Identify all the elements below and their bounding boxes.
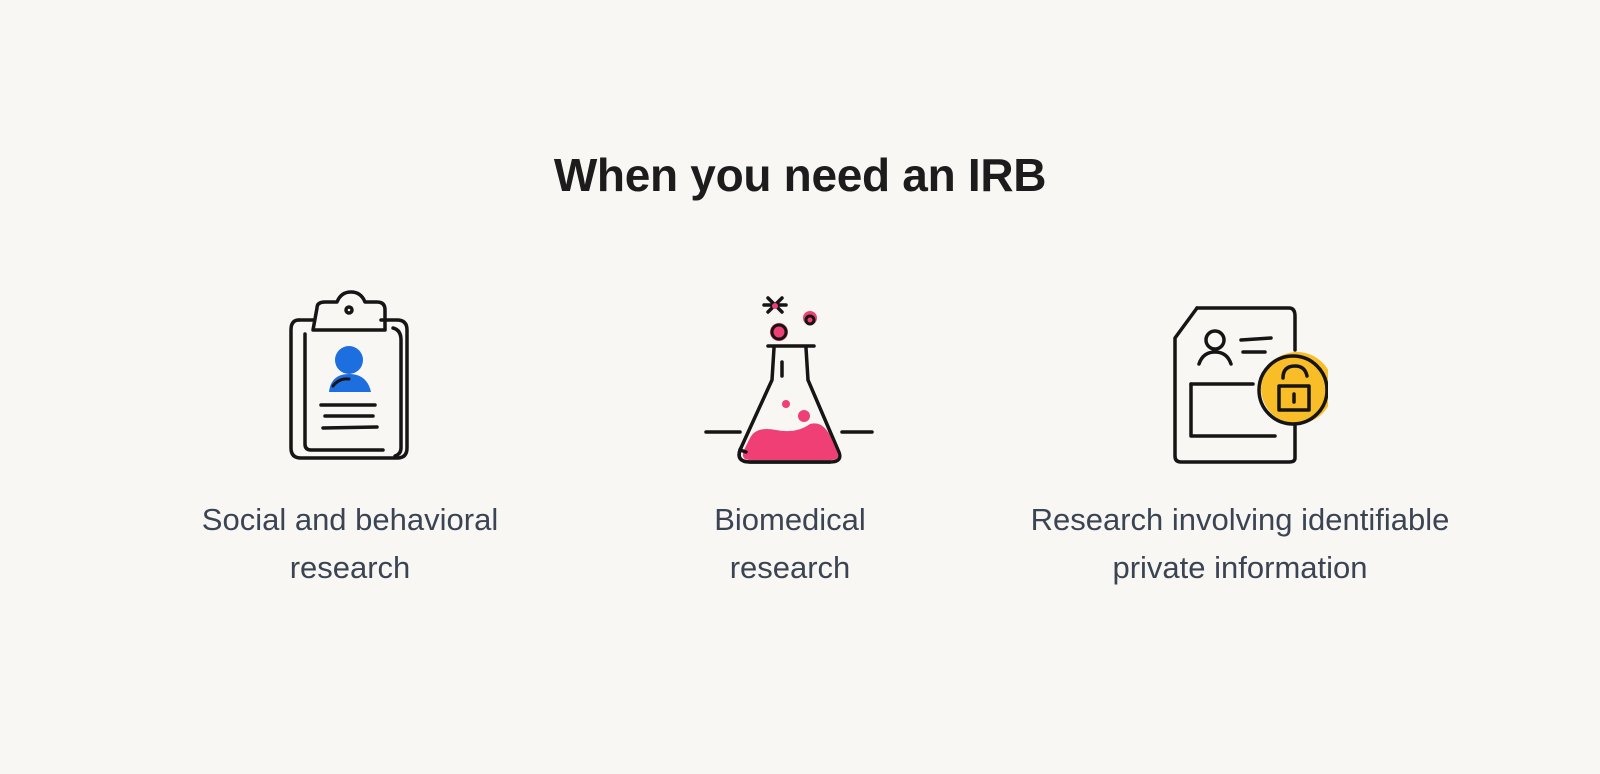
page-title: When you need an IRB bbox=[553, 149, 1047, 201]
irb-item-biomedical: Biomedical research bbox=[550, 290, 1030, 592]
irb-item-social: Social and behavioral research bbox=[110, 290, 590, 592]
irb-item-social-label: Social and behavioral research bbox=[110, 496, 590, 592]
irb-item-private-info: Research involving identifiable private … bbox=[1000, 290, 1480, 592]
irb-item-private-info-label: Research involving identifiable private … bbox=[1000, 496, 1480, 592]
label-line-2: research bbox=[289, 550, 411, 585]
label-line-2: private information bbox=[1112, 550, 1368, 585]
label-line-1: Biomedical bbox=[714, 502, 866, 537]
irb-item-biomedical-label: Biomedical research bbox=[550, 496, 1030, 592]
label-line-2: research bbox=[729, 550, 851, 585]
label-line-1: Research involving identifiable bbox=[1030, 502, 1450, 537]
flask-icon bbox=[704, 296, 874, 464]
clipboard-person-icon bbox=[289, 290, 409, 460]
document-lock-icon bbox=[1172, 306, 1328, 464]
label-line-1: Social and behavioral bbox=[201, 502, 499, 537]
